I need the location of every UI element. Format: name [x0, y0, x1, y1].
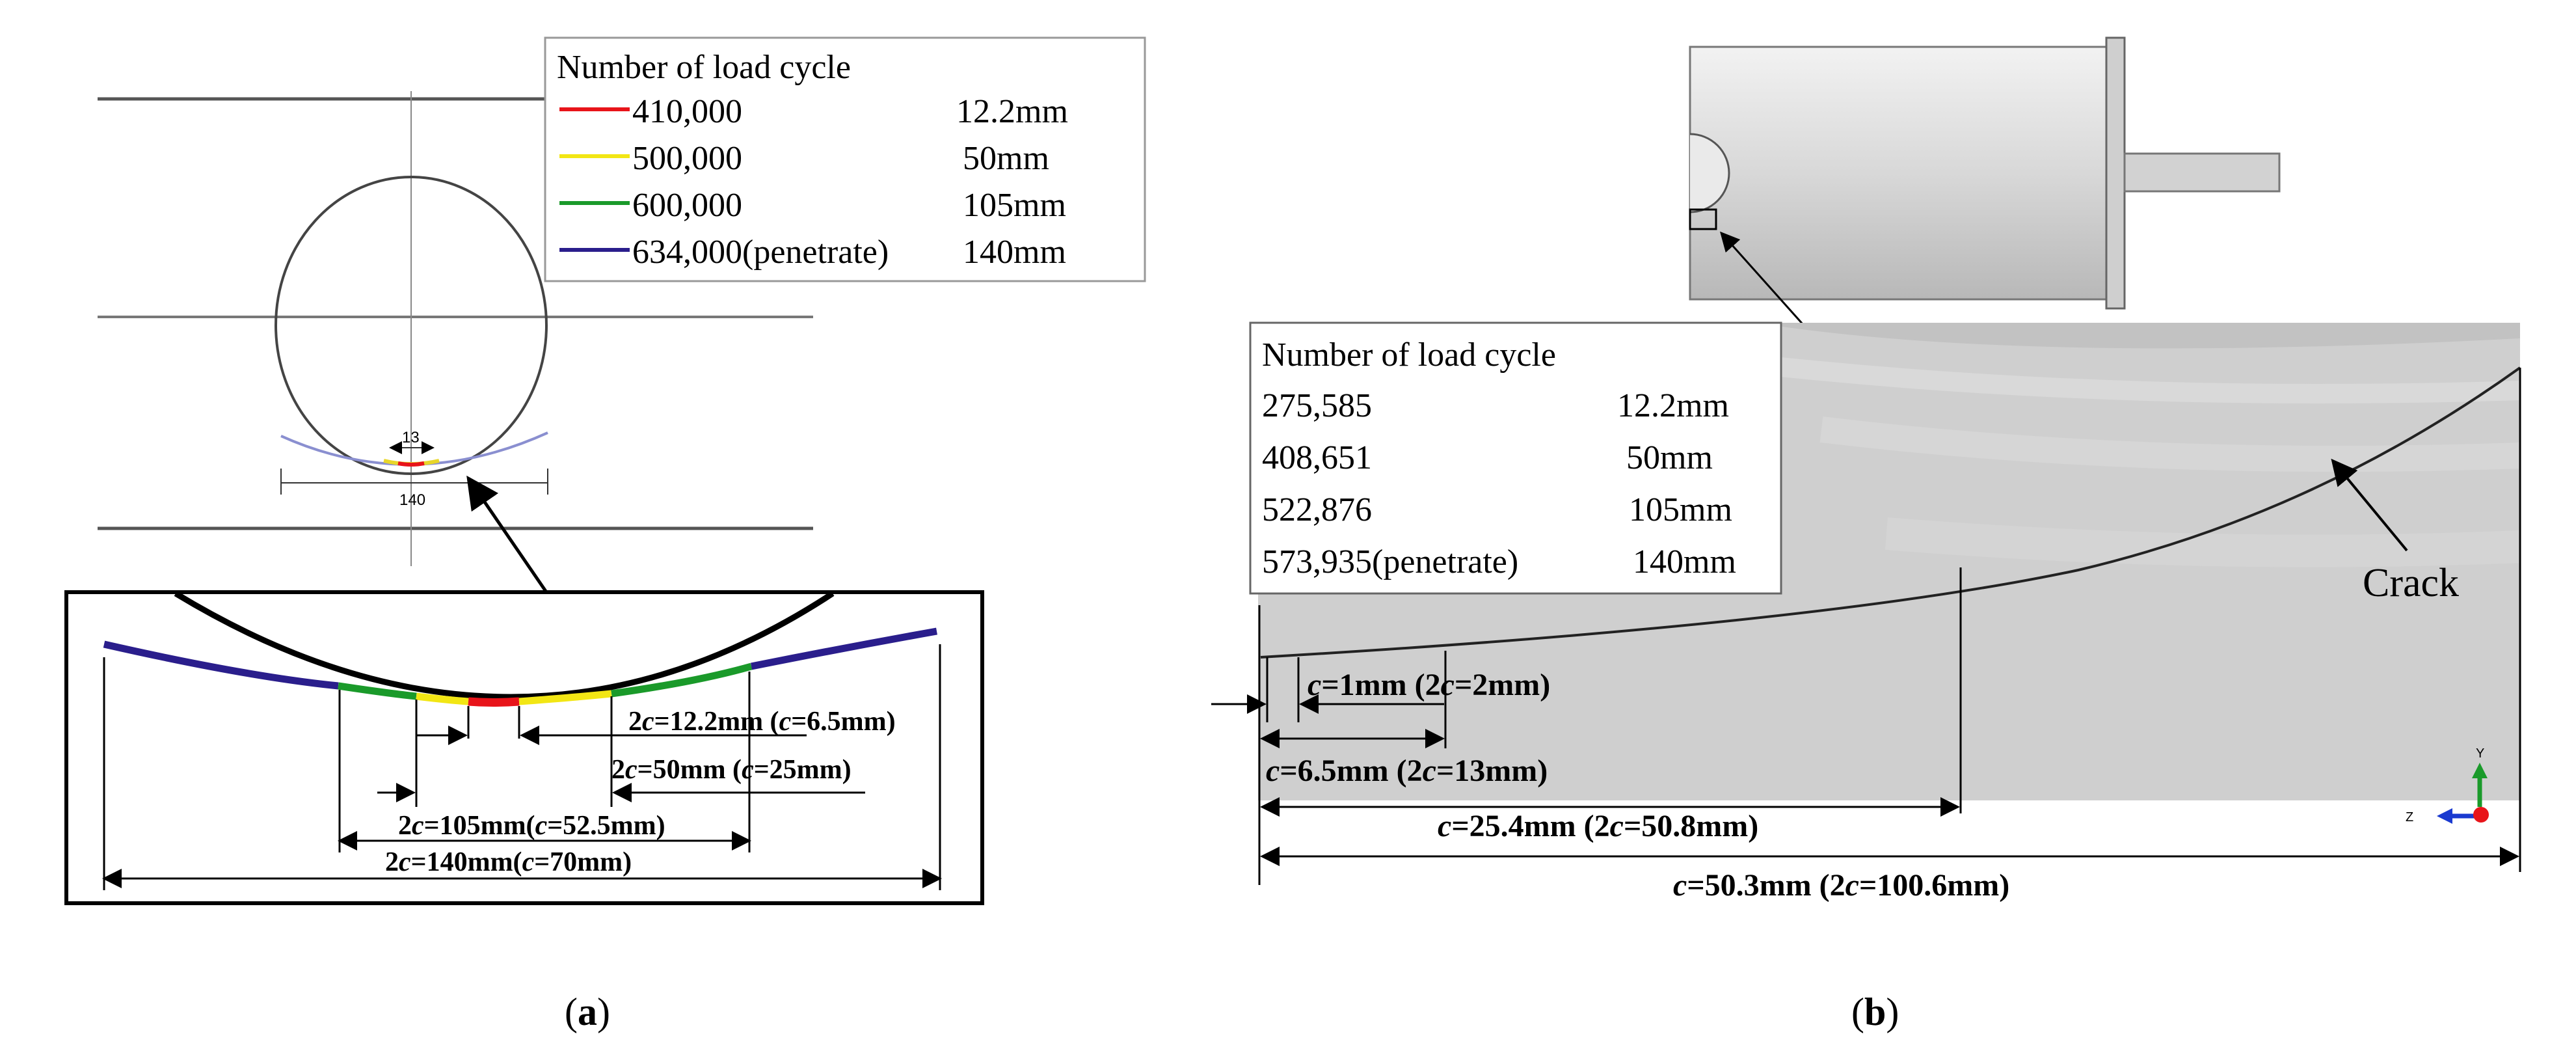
axis-triad: Y Z	[2406, 746, 2489, 824]
legend-a-rows: 410,000 12.2mm 500,000 50mm 600,000 105m…	[559, 93, 1068, 271]
axis-origin	[2473, 807, 2489, 823]
crack-curve-b	[1260, 366, 2521, 659]
small-dim-140-label: 140	[399, 491, 425, 509]
legend-a-size-3: 140mm	[963, 234, 1066, 271]
crack-zoom-shading-4	[1885, 517, 2521, 567]
zoom-crack-green-left	[338, 682, 417, 700]
zoom-dim-3-label: 2c=105mm(c=52.5mm)	[398, 811, 665, 841]
zoom-crack-yellow-left	[416, 692, 469, 705]
zoom-dim-4-label: 2c=140mm(c=70mm)	[385, 847, 632, 877]
panel-b: Crack Number of load cycle 275,585 12.2m…	[1211, 36, 2521, 1033]
axis-z-arrowhead	[2437, 808, 2452, 824]
crack-curve-small-red	[397, 461, 425, 467]
legend-a-size-2: 105mm	[963, 187, 1066, 224]
b-dim-1-label: c=1mm (2c=2mm)	[1308, 668, 1550, 702]
legend-b-cycle-3: 573,935(penetrate)	[1262, 543, 1518, 580]
pipe-circle	[275, 176, 548, 475]
legend-a-title: Number of load cycle	[557, 49, 851, 86]
cylinder-body	[1689, 46, 2108, 301]
caption-a: (a)	[565, 990, 610, 1033]
crack-label-arrow	[2331, 458, 2408, 552]
legend-b-size-0: 12.2mm	[1617, 387, 1729, 424]
b-dim-3-label: c=25.4mm (2c=50.8mm)	[1438, 809, 1758, 843]
zoom-crack-blue-right	[750, 627, 937, 670]
cylinder-flange	[2105, 36, 2126, 310]
legend-b-size-2: 105mm	[1629, 491, 1732, 528]
zoom-crack-red	[468, 697, 520, 707]
cylinder-crack-marker	[1689, 208, 1717, 230]
zoom-dim-2-label: 2c=50mm (c=25mm)	[611, 755, 852, 785]
crack-zoom-lower-white	[1258, 800, 2520, 804]
zoom-pipe-arc	[174, 591, 835, 700]
pointer-arrow-a	[466, 475, 548, 593]
legend-b-size-1: 50mm	[1626, 439, 1713, 476]
legend-a-cycle-1: 500,000	[632, 140, 742, 177]
panel-a: 13 140 Number of load cycle 410,000 12.2…	[64, 36, 1146, 1033]
b-dim-2-label: c=6.5mm (2c=13mm)	[1266, 754, 1548, 788]
zoom-box	[64, 590, 984, 905]
caption-b: (b)	[1851, 990, 1899, 1033]
cylinder-cutout	[1689, 133, 1730, 213]
legend-b-title: Number of load cycle	[1262, 336, 1556, 374]
crack-label: Crack	[2363, 561, 2459, 605]
legend-a-cycle-2: 600,000	[632, 187, 742, 224]
legend-b-cycle-2: 522,876	[1262, 491, 1372, 528]
zoom-crack-blue-left	[103, 640, 339, 690]
zoom-dim-1-label: 2c=12.2mm (c=6.5mm)	[628, 707, 896, 737]
legend-a-cycle-0: 410,000	[632, 93, 742, 130]
legend-b-size-3: 140mm	[1633, 543, 1736, 580]
cylinder-shaft	[2123, 152, 2281, 193]
crack-zoom-shading-1	[1756, 323, 2520, 349]
axis-z-label: Z	[2406, 810, 2413, 824]
zoom-crack-green-right	[611, 662, 753, 698]
legend-a-size-0: 12.2mm	[956, 93, 1068, 130]
crack-zoom-shading-2	[1755, 355, 2521, 403]
zoom-crack-yellow-right	[518, 690, 612, 705]
legend-a-cycle-3: 634,000(penetrate)	[632, 234, 889, 271]
b-dim-4-label: c=50.3mm (2c=100.6mm)	[1673, 868, 2009, 903]
small-dim-13-label: 13	[402, 429, 420, 446]
legend-a-size-1: 50mm	[963, 140, 1049, 177]
axis-y-arrowhead	[2472, 763, 2488, 778]
legend-b-cycle-0: 275,585	[1262, 387, 1372, 424]
legend-a-box	[544, 36, 1146, 282]
axis-y-label: Y	[2476, 746, 2484, 761]
crack-zoom-shading-3	[1819, 416, 2521, 472]
legend-b-box	[1249, 321, 1782, 595]
legend-b-cycle-1: 408,651	[1262, 439, 1372, 476]
